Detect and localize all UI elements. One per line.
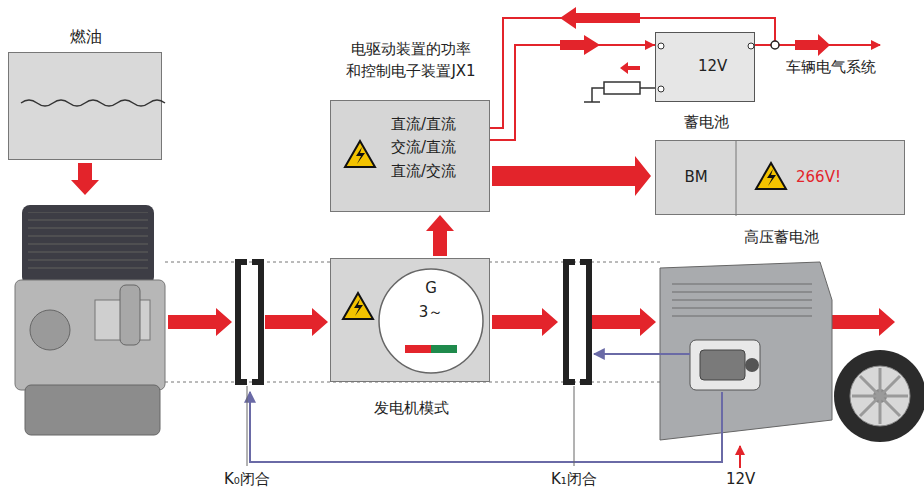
battery-label: 蓄电池 xyxy=(656,111,756,134)
battery-12v: 12V蓄电池 xyxy=(655,32,755,102)
hv-voltage: 266V! xyxy=(796,166,896,189)
lv-wiring xyxy=(490,18,880,128)
unit-title: 电驱动装置的功率 和控制电子装置JX1 xyxy=(306,39,516,83)
bm-label: BM xyxy=(656,166,736,189)
converter-types: 直流/直流 交流/直流 直流/交流 xyxy=(391,113,487,183)
mode-label: 发电机模式 xyxy=(331,397,491,420)
voltage-label: 12V xyxy=(698,55,748,78)
node-decoration xyxy=(9,53,161,159)
hv-battery: BM266V!高压蓄电池 xyxy=(655,140,905,215)
supply-12v xyxy=(739,446,741,468)
node-decoration xyxy=(331,259,489,381)
junction-dot xyxy=(771,41,779,49)
battery-label: 高压蓄电池 xyxy=(656,226,906,249)
phase-label: 3～ xyxy=(409,301,453,324)
power-connector xyxy=(426,215,454,256)
supply-label: 12V xyxy=(724,470,757,488)
power-connector xyxy=(490,35,655,140)
generator-box: G3～发电机模式 xyxy=(330,258,490,382)
guide-lines xyxy=(165,262,662,382)
clutch-k0 xyxy=(238,262,261,382)
generator-symbol: G xyxy=(416,277,446,300)
leader-lines xyxy=(247,386,574,466)
fuel-tank: 燃油 xyxy=(8,52,162,160)
clutch-label: K₀闭合 xyxy=(222,470,272,489)
transmission xyxy=(660,262,832,440)
tank-label: 燃油 xyxy=(9,25,163,49)
clutch-k1 xyxy=(566,262,589,382)
power-electronics-box: 电驱动装置的功率 和控制电子装置JX1直流/直流 交流/直流 直流/交流 xyxy=(330,100,490,212)
resistor-symbol xyxy=(584,82,660,102)
clutch-label: K₁闭合 xyxy=(549,470,599,489)
system-label: 车辆电气系统 xyxy=(784,58,878,77)
engine xyxy=(15,205,165,435)
power-connector xyxy=(492,156,651,196)
wheel xyxy=(834,350,924,442)
